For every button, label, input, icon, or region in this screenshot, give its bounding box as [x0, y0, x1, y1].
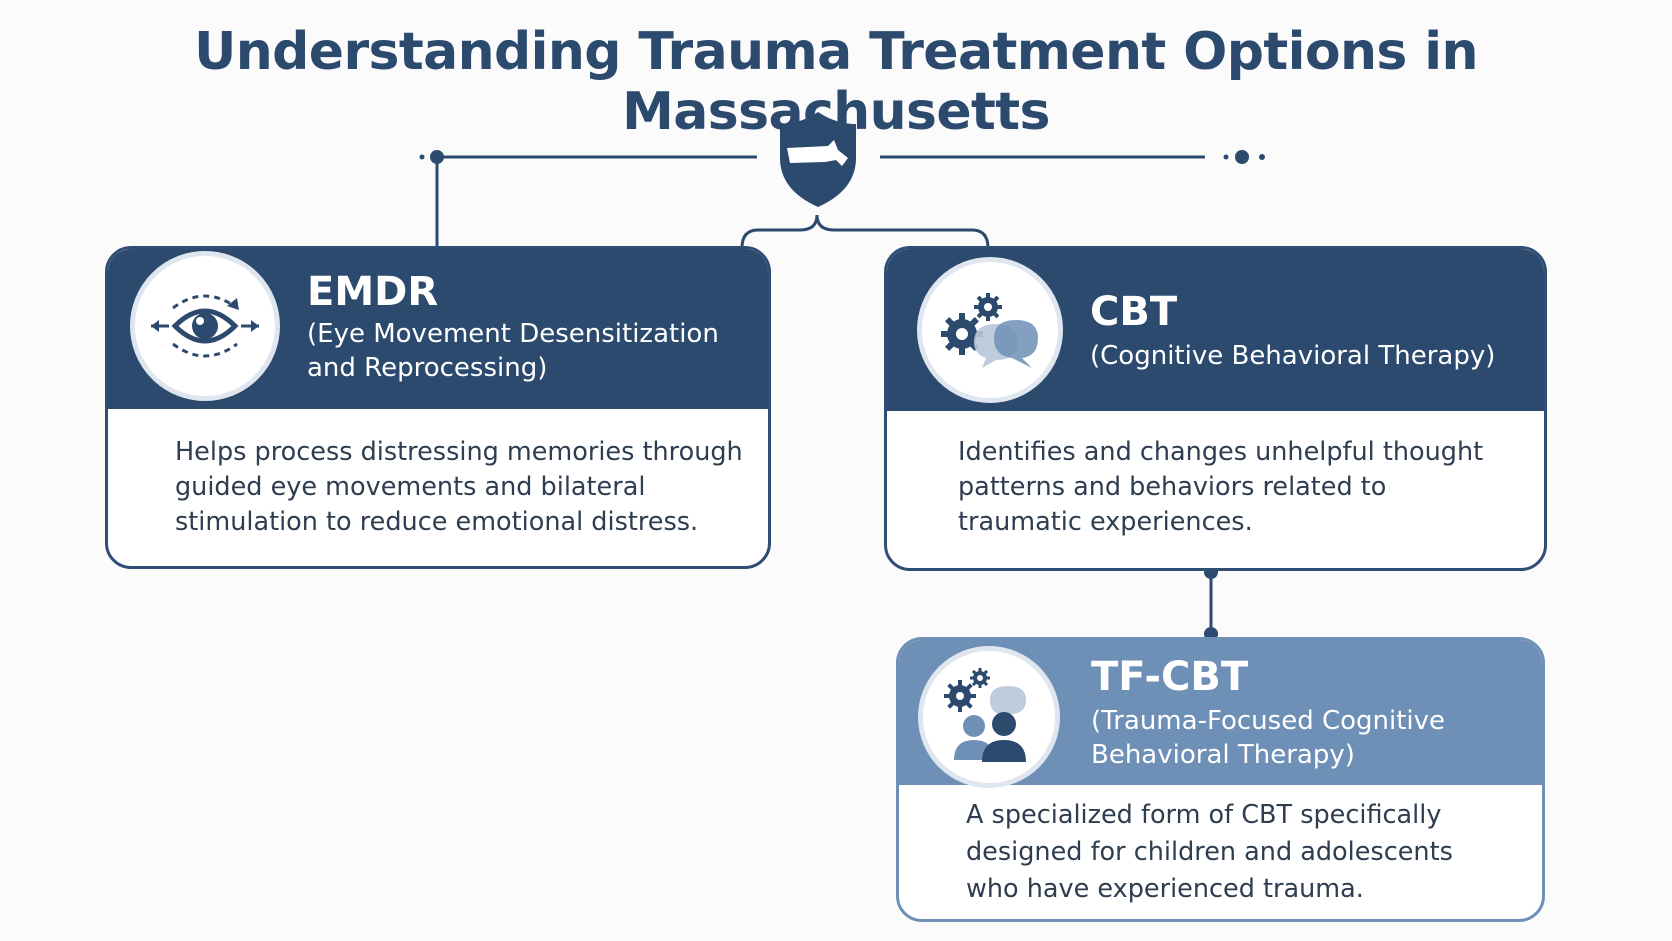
emdr-title: EMDR [307, 269, 439, 315]
tfcbt-subtitle-line-2: Behavioral Therapy) [1091, 740, 1355, 770]
emdr-subtitle-line-2: and Reprocessing) [307, 353, 548, 383]
tfcbt-description-line-1: A specialized form of CBT specifically [966, 800, 1442, 830]
emdr-icon-circle [130, 251, 280, 401]
emdr-description-line-3: stimulation to reduce emotional distress… [175, 507, 699, 537]
tfcbt-subtitle-line-1: (Trauma-Focused Cognitive [1091, 706, 1446, 736]
cbt-icon-circle [917, 257, 1063, 403]
cbt-subtitle-line-1: (Cognitive Behavioral Therapy) [1090, 341, 1496, 371]
tfcbt-description-line-3: who have experienced trauma. [966, 874, 1364, 904]
cbt-description-line-2: patterns and behaviors related to [958, 472, 1387, 502]
eye-movement-icon [151, 294, 259, 358]
page-title: Understanding Trauma Treatment Options i… [194, 22, 1478, 142]
emdr-description-line-1: Helps process distressing memories throu… [175, 437, 743, 467]
cbt-card: CBT (Cognitive Behavioral Therapy) Ident… [884, 246, 1547, 571]
cbt-description-line-3: traumatic experiences. [958, 507, 1253, 537]
massachusetts-shield-icon [780, 112, 856, 207]
emdr-subtitle-line-1: (Eye Movement Desensitization [307, 319, 719, 349]
gears-chat-icon [941, 293, 1038, 368]
gears-people-icon [944, 668, 1026, 762]
cbt-title: CBT [1090, 289, 1178, 335]
cbt-description-line-1: Identifies and changes unhelpful thought [958, 437, 1484, 467]
tfcbt-description-line-2: designed for children and adolescents [966, 837, 1453, 867]
tfcbt-icon-circle [918, 646, 1060, 788]
emdr-description-line-2: guided eye movements and bilateral [175, 472, 646, 502]
tfcbt-title: TF-CBT [1091, 654, 1249, 700]
